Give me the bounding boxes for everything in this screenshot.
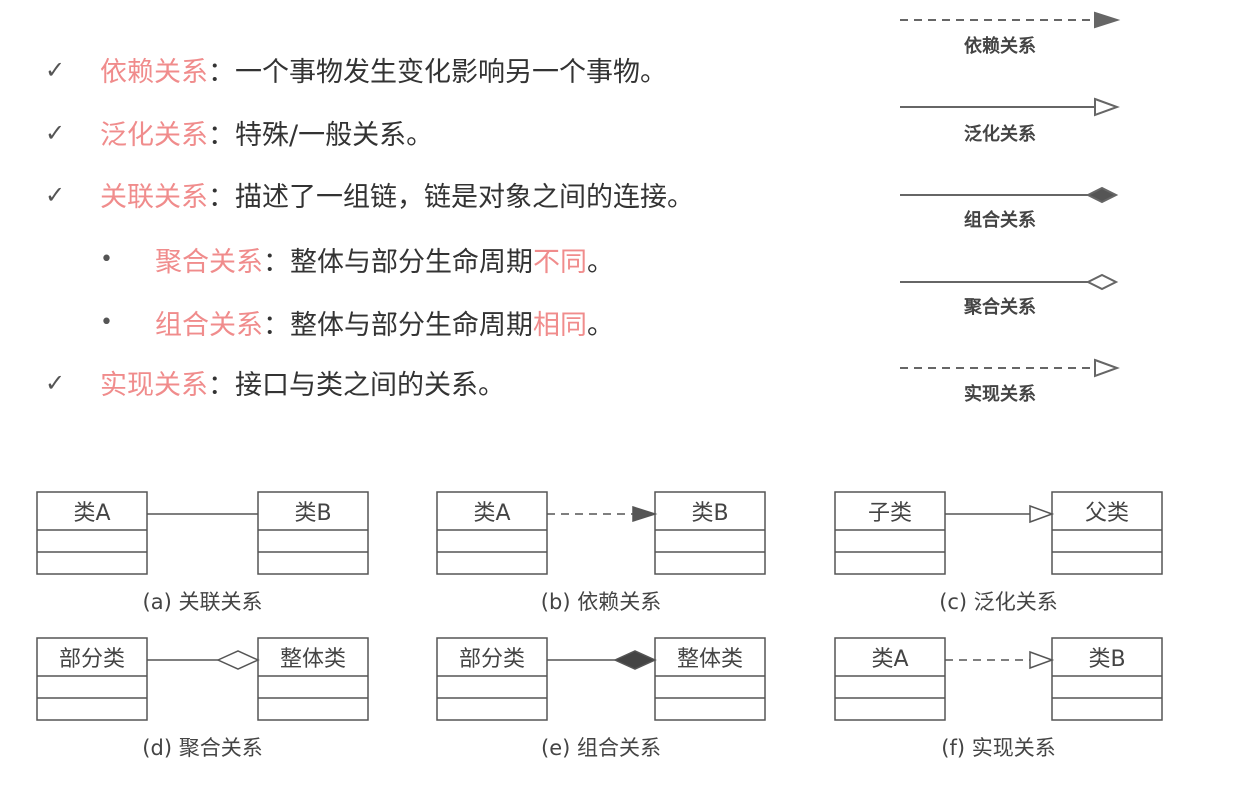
bullet-realization: ✓实现关系：接口与类之间的关系。 — [45, 368, 505, 402]
hollow-diamond-icon — [216, 650, 260, 670]
class-box — [36, 637, 148, 721]
class-name: 子类 — [868, 501, 912, 526]
hollow-triangle-icon — [1094, 97, 1120, 117]
class-box — [257, 637, 369, 721]
class-box — [257, 491, 369, 575]
class-box — [1051, 491, 1163, 575]
class-name: 整体类 — [677, 647, 743, 672]
bullet-generalization: ✓泛化关系：特殊/一般关系。 — [45, 118, 434, 152]
diagram-real: 类A 类B (f) 实现关系 — [834, 637, 1163, 760]
diagram-caption: (c) 泛化关系 — [939, 590, 1058, 614]
bullet-composition: •组合关系：整体与部分生命周期相同。 — [100, 310, 614, 341]
class-box — [834, 491, 946, 575]
diagram-dep: 类A 类B (b) 依赖关系 — [436, 491, 766, 614]
class-name: 部分类 — [459, 647, 525, 672]
hollow-triangle-icon — [1094, 358, 1120, 378]
legend-label: 泛化关系 — [964, 123, 1036, 145]
class-name: 类A — [473, 501, 510, 526]
class-name: 父类 — [1085, 501, 1129, 526]
diagram-caption: (f) 实现关系 — [941, 736, 1055, 760]
class-box — [654, 491, 766, 575]
class-name: 部分类 — [59, 647, 125, 672]
filled-arrow-icon — [632, 505, 658, 523]
legend-label: 聚合关系 — [963, 296, 1036, 318]
check-icon: ✓ — [45, 368, 66, 397]
bullet-dot-icon: • — [100, 310, 113, 335]
diagram-gen: 子类 父类 (c) 泛化关系 — [834, 491, 1163, 614]
diagram-caption: (d) 聚合关系 — [142, 736, 262, 760]
bullet-dependency: ✓依赖关系：一个事物发生变化影响另一个事物。 — [45, 55, 667, 89]
class-name: 类A — [871, 647, 908, 672]
class-box — [436, 491, 548, 575]
class-box — [1051, 637, 1163, 721]
bullet-dot-icon: • — [100, 247, 113, 272]
diagram-comp: 部分类 整体类 (e) 组合关系 — [436, 637, 766, 760]
class-name: 类B — [691, 501, 728, 526]
legend-label: 实现关系 — [964, 383, 1036, 405]
diagram-assoc: 类A 类B (a) 关联关系 — [36, 491, 369, 614]
diagram-agg: 部分类 整体类 (d) 聚合关系 — [36, 637, 369, 760]
class-box — [834, 637, 946, 721]
diagram-caption: (e) 组合关系 — [541, 736, 661, 760]
filled-diamond-icon — [613, 650, 657, 670]
legend-label: 依赖关系 — [964, 35, 1036, 57]
class-name: 类B — [294, 501, 331, 526]
legend-label: 组合关系 — [964, 209, 1036, 231]
class-name: 整体类 — [280, 647, 346, 672]
bullet-aggregation: •聚合关系：整体与部分生命周期不同。 — [100, 247, 614, 278]
hollow-triangle-icon — [1029, 504, 1055, 524]
legend — [900, 11, 1121, 378]
bullet-association: ✓关联关系：描述了一组链，链是对象之间的连接。 — [45, 180, 694, 214]
filled-arrow-icon — [1094, 11, 1121, 29]
diagram-caption: (a) 关联关系 — [143, 590, 263, 614]
hollow-diamond-icon — [1085, 273, 1119, 291]
diagram-caption: (b) 依赖关系 — [541, 590, 661, 614]
class-box — [436, 637, 548, 721]
class-box — [654, 637, 766, 721]
filled-diamond-icon — [1085, 186, 1119, 204]
class-name: 类A — [73, 501, 110, 526]
class-name: 类B — [1088, 647, 1125, 672]
hollow-triangle-icon — [1029, 650, 1055, 670]
check-icon: ✓ — [45, 118, 66, 147]
check-icon: ✓ — [45, 55, 66, 84]
check-icon: ✓ — [45, 180, 66, 209]
class-box — [36, 491, 148, 575]
